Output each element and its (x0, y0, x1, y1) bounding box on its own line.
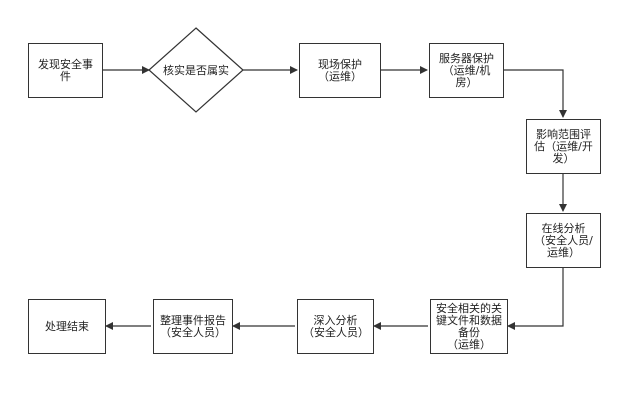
node-online-label: 在线分析 （安全人员/运维） (534, 221, 593, 259)
node-scene-label: 现场保护 （运维） (318, 57, 362, 83)
node-server: 服务器保护 （运维/机房） (429, 43, 504, 98)
node-report: 整理事件报告（安全人员） (153, 299, 233, 354)
arrow-server-to-impact (504, 69, 567, 118)
node-backup-label: 安全相关的关键文件和数据备份 （运维） (436, 301, 502, 351)
node-discover-label: 发现安全事件 (38, 57, 93, 83)
node-report-label: 整理事件报告（安全人员） (160, 313, 226, 339)
node-end-label: 处理结束 (45, 319, 89, 333)
node-discover: 发现安全事件 (28, 43, 103, 98)
node-verify: 核实是否属实 (151, 56, 241, 84)
node-deep: 深入分析 （安全人员） (297, 299, 374, 354)
node-verify-label: 核实是否属实 (163, 64, 229, 77)
node-online: 在线分析 （安全人员/运维） (526, 213, 601, 268)
node-deep-label: 深入分析 （安全人员） (303, 313, 369, 339)
node-impact: 影响范围评估（运维/开发） (526, 119, 601, 174)
node-backup: 安全相关的关键文件和数据备份 （运维） (430, 299, 508, 354)
node-end: 处理结束 (28, 299, 106, 354)
node-scene: 现场保护 （运维） (299, 43, 381, 98)
arrow-online-to-backup (507, 268, 564, 330)
node-impact-label: 影响范围评估（运维/开发） (534, 127, 593, 165)
node-server-label: 服务器保护 （运维/机房） (439, 51, 494, 89)
decision-diamond (148, 27, 244, 113)
